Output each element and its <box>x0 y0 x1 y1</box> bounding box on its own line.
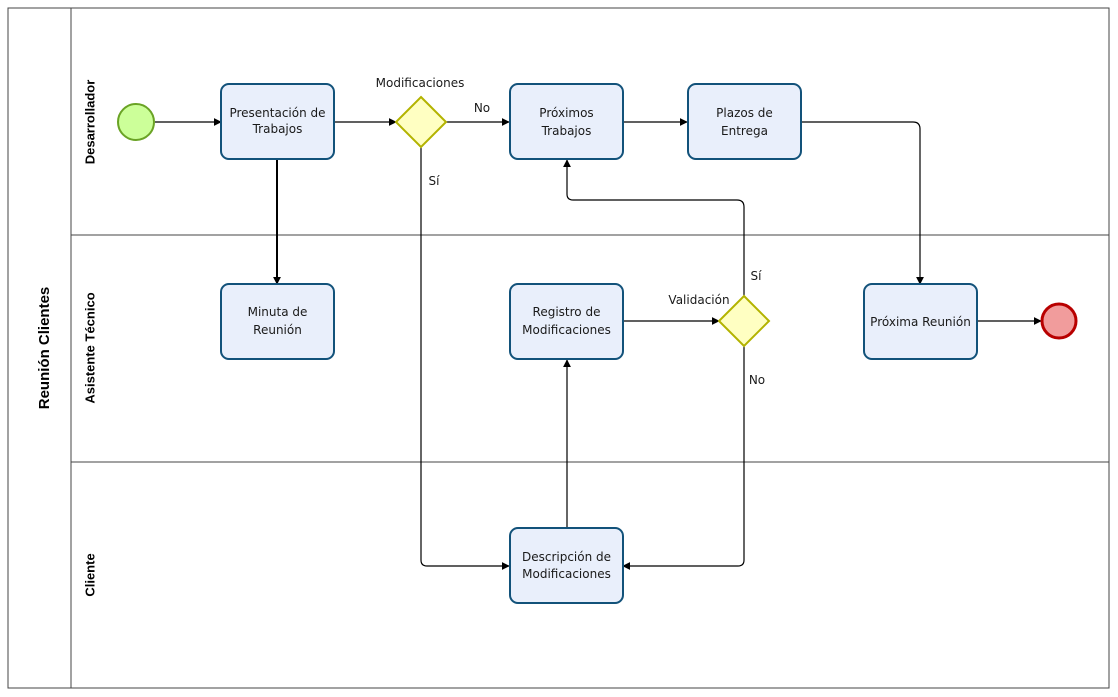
gateway-validacion[interactable]: Validación <box>668 293 771 348</box>
sequence-flows <box>155 118 1042 570</box>
edge-label-modificaciones-si: Sí <box>429 174 441 188</box>
lane-title-asistente-tecnico: Asistente Técnico <box>82 292 97 403</box>
task-proximos-trabajos[interactable]: Próximos Trabajos <box>509 83 624 160</box>
task-proximos-line-1: Próximos <box>539 106 593 120</box>
task-minuta-box[interactable] <box>220 283 335 360</box>
start-event[interactable] <box>117 103 155 141</box>
edge-label-validacion-si: Sí <box>751 269 763 283</box>
task-registro-line-1: Registro de <box>533 305 601 319</box>
task-presentacion-box[interactable] <box>220 83 335 160</box>
lanes: Desarrollador Asistente Técnico Cliente <box>71 80 1109 597</box>
task-minuta-line-1: Minuta de <box>248 305 308 319</box>
gateway-modificaciones-diamond[interactable] <box>394 95 448 149</box>
task-registro-box[interactable] <box>509 283 624 360</box>
task-minuta-line-2: Reunión <box>253 323 302 337</box>
pool-border <box>7 7 1110 689</box>
task-minuta-de-reunion[interactable]: Minuta de Reunión <box>220 283 335 360</box>
flow-validacion-no-to-descripcion <box>622 346 745 570</box>
task-descripcion-de-modificaciones[interactable]: Descripción de Modificaciones <box>509 527 624 604</box>
pool-title: Reunión Clientes <box>36 287 53 410</box>
task-presentacion-line-1: Presentación de <box>229 106 325 120</box>
task-registro-line-2: Modificaciones <box>522 323 611 337</box>
edge-label-modificaciones-no: No <box>474 101 490 115</box>
task-presentacion-line-2: Trabajos <box>252 122 303 136</box>
task-proxima-reunion-line-1: Próxima Reunión <box>870 315 971 329</box>
edge-label-validacion-no: No <box>749 373 765 387</box>
task-proxima-reunion[interactable]: Próxima Reunión <box>863 283 978 360</box>
task-registro-de-modificaciones[interactable]: Registro de Modificaciones <box>509 283 624 360</box>
task-descripcion-line-2: Modificaciones <box>522 567 611 581</box>
task-proximos-box[interactable] <box>509 83 624 160</box>
task-descripcion-line-1: Descripción de <box>522 550 611 564</box>
gateway-modificaciones-label: Modificaciones <box>376 76 465 90</box>
task-plazos-line-1: Plazos de <box>716 106 773 120</box>
lane-title-cliente: Cliente <box>82 553 97 596</box>
task-presentacion-de-trabajos[interactable]: Presentación de Trabajos <box>220 83 335 160</box>
task-proxima-reunion-box[interactable] <box>863 283 978 360</box>
task-plazos-de-entrega[interactable]: Plazos de Entrega <box>687 83 802 160</box>
end-event[interactable] <box>1040 302 1078 340</box>
gateway-modificaciones[interactable]: Modificaciones <box>376 76 465 149</box>
flow-plazos-to-proxima-reunion <box>801 121 924 285</box>
flow-modificaciones-si-to-descripcion <box>420 147 510 570</box>
gateway-validacion-diamond[interactable] <box>717 294 771 348</box>
flow-validacion-si-to-proximos <box>563 159 745 296</box>
pool: Reunión Clientes <box>7 7 1110 689</box>
lane-title-desarrollador: Desarrollador <box>82 80 97 165</box>
task-plazos-line-2: Entrega <box>721 124 768 138</box>
task-plazos-box[interactable] <box>687 83 802 160</box>
task-descripcion-box[interactable] <box>509 527 624 604</box>
task-proximos-line-2: Trabajos <box>541 124 592 138</box>
gateway-validacion-label: Validación <box>668 293 729 307</box>
